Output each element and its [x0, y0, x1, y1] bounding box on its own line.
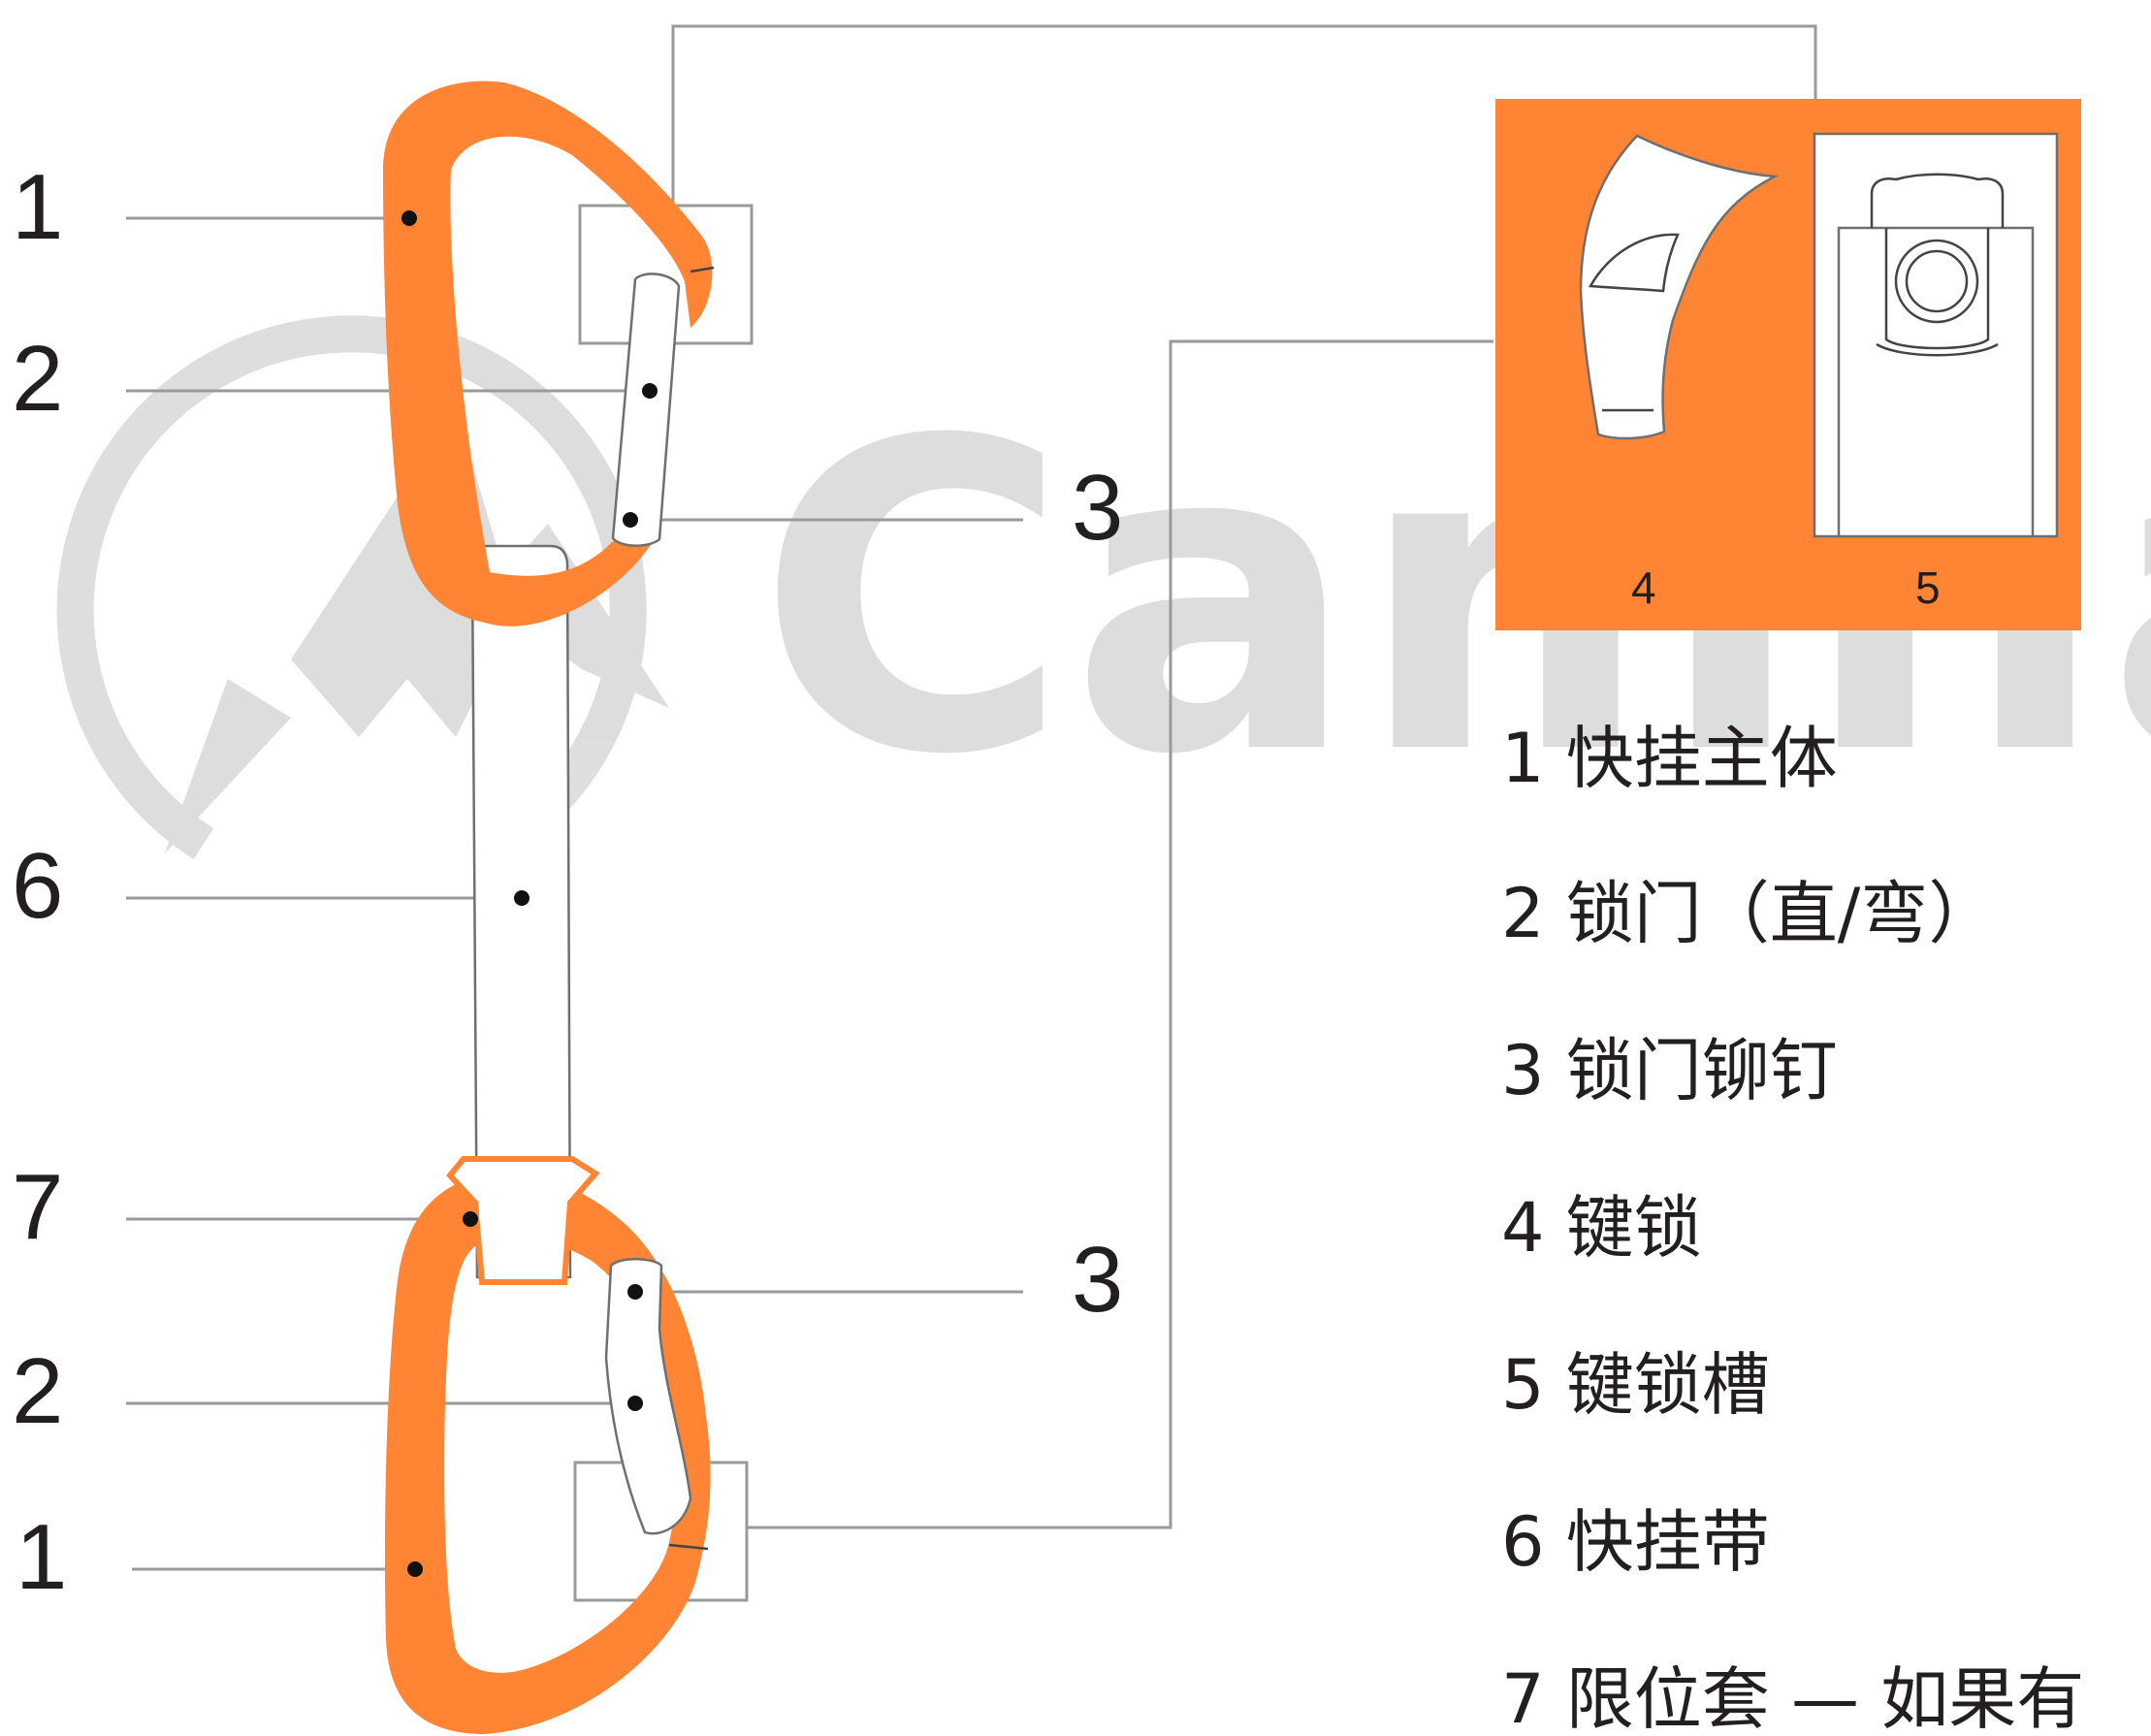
legend-item-7: 7 限位套 — 如果有: [1501, 1659, 2084, 1736]
legend-item-5: 5 键锁槽: [1501, 1345, 1770, 1425]
legend-item-6: 6 快挂带: [1501, 1502, 1770, 1582]
callout-7: 7: [12, 1155, 63, 1259]
callout-2-bottom: 2: [12, 1339, 63, 1443]
legend-item-4: 4 键锁: [1501, 1188, 1702, 1268]
top-carabiner: [383, 80, 715, 627]
legend-item-1: 1 快挂主体: [1501, 719, 1838, 798]
callout-3-bottom: 3: [1072, 1228, 1123, 1332]
keylock-slot-icon: [1813, 132, 2059, 538]
callout-6: 6: [12, 834, 63, 938]
inset-label-5: 5: [1915, 563, 1941, 613]
legend: 1 快挂主体 2 锁门（直/弯） 3 锁门铆钉 4 键锁 5 键锁槽 6 快挂带…: [1501, 719, 2084, 1736]
callout-numbers: 1 2 3 6 7 3 2 1: [12, 155, 1123, 1609]
bottom-carabiner: [384, 1173, 711, 1734]
keeper: [446, 1156, 600, 1285]
keylock-icon: [1579, 134, 1780, 440]
legend-item-3: 3 锁门铆钉: [1501, 1031, 1838, 1110]
leader-lines: [126, 24, 1817, 1571]
callout-1-top: 1: [12, 155, 63, 259]
legend-item-2: 2 锁门（直/弯）: [1501, 874, 1996, 953]
callout-1-bottom: 1: [16, 1505, 67, 1609]
inset-label-4: 4: [1631, 563, 1656, 613]
callout-dots: [401, 210, 658, 1577]
callout-2-top: 2: [12, 327, 63, 431]
callout-3-top: 3: [1072, 456, 1123, 560]
inset-panel: 4 5: [1495, 99, 2081, 630]
